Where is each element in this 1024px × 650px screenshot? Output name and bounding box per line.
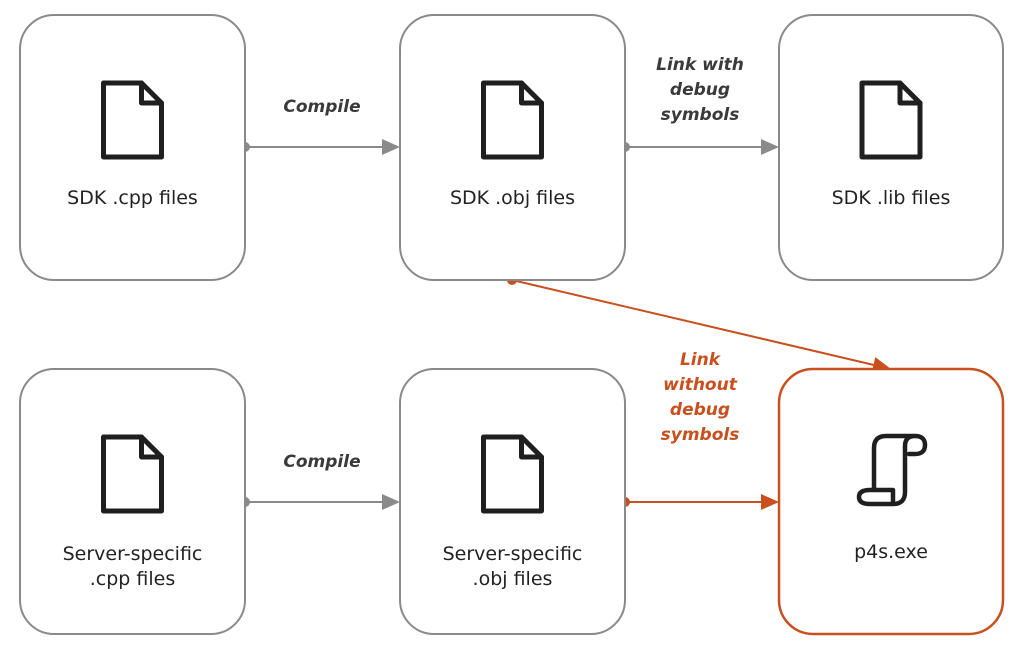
file-icon [481,434,544,514]
node-server-obj: Server-specific .obj files [399,368,626,635]
edge-compile-server [240,494,400,510]
edge-label: without [663,375,738,395]
arrow-head [382,139,400,155]
node-label: Server-specific [443,543,583,565]
node-label: SDK .obj files [450,187,575,209]
edge-label: debug [670,80,730,100]
edge-label: Compile [283,452,360,472]
node-server-cpp: Server-specific .cpp files [19,368,246,635]
file-icon [481,80,544,160]
arrow-head [382,494,400,510]
node-sdk-cpp: SDK .cpp files [19,14,246,281]
file-icon [859,80,923,160]
node-p4s-exe: p4s.exe [777,367,1005,636]
edge-label: Link [680,350,722,370]
node-label: SDK .cpp files [67,187,198,209]
node-box [399,14,626,281]
arrow-head [761,139,779,155]
edge-compile-sdk [240,139,400,155]
edge-label: debug [670,400,730,420]
node-label: Server-specific [63,543,203,565]
arrow-line [511,279,874,366]
edge-link-nodebug [620,494,779,510]
edge-label: Link with [656,55,744,75]
edge-link-debug [620,139,779,155]
edge-label: symbols [661,425,740,445]
node-label: p4s.exe [854,541,928,563]
edge-label: symbols [661,105,740,125]
node-box [19,14,246,281]
edge-label: Compile [283,97,360,117]
node-box [778,14,1004,281]
file-icon [101,434,164,514]
nodes-layer: SDK .cpp files SDK .obj files SDK .lib fil… [19,14,1005,636]
arrow-head [761,494,779,510]
node-sdk-obj: SDK .obj files [399,14,626,281]
node-box [19,368,246,635]
node-label: .obj files [473,568,553,590]
node-sdk-lib: SDK .lib files [778,14,1004,281]
scroll-icon [856,433,928,507]
node-box [399,368,626,635]
node-label: .cpp files [90,568,175,590]
node-label: SDK .lib files [832,187,951,209]
file-icon [101,80,164,160]
